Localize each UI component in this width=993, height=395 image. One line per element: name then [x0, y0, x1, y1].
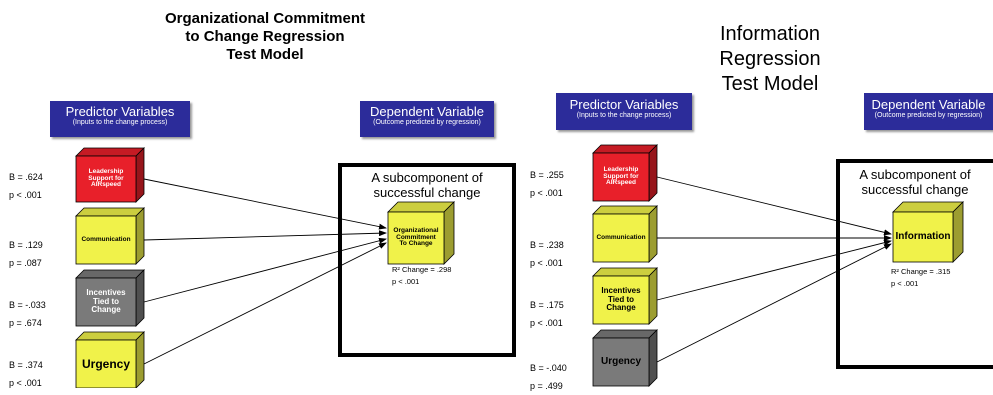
- left-outcome-box-title: A subcomponent of successful change: [371, 170, 483, 200]
- regression-arrows: [143, 176, 892, 365]
- left-cube-label-outcome: Organizational Commitment To Change: [393, 226, 439, 248]
- variable-cubes: [75, 144, 964, 388]
- right-cube-label-communication: Communication: [596, 233, 646, 241]
- left-cube-incentives: [75, 269, 145, 327]
- right-cube-communication: [592, 205, 658, 263]
- right-arrow-leadership: [656, 176, 892, 236]
- left-cube-label-urgency: Urgency: [81, 356, 131, 371]
- left-cube-urgency: [75, 331, 145, 388]
- right-stats-incentives: B = .175 p < .001: [530, 300, 564, 328]
- left-arrow-leadership: [143, 178, 387, 230]
- left-diagram-title: Organizational Commitment to Change Regr…: [164, 10, 366, 63]
- left-stats-urgency: B = .374 p < .001: [9, 360, 43, 388]
- right-dependent-variable-header: Dependent Variable (Outcome predicted by…: [864, 93, 993, 130]
- right-predictor-header-subtitle: (Inputs to the change process): [576, 112, 672, 119]
- right-predictor-variables-header: Predictor Variables (Inputs to the chang…: [556, 93, 692, 130]
- left-cube-leadership: [75, 147, 145, 203]
- left-arrow-incentives: [143, 237, 387, 303]
- left-stats-leadership: B = .624 p < .001: [9, 172, 43, 200]
- right-arrow-incentives: [656, 239, 892, 301]
- right-stats-communication: B = .238 p < .001: [530, 240, 564, 268]
- left-cube-label-incentives: Incentives Tied to Change: [86, 288, 126, 315]
- left-dependent-header-title: Dependent Variable: [370, 104, 484, 119]
- right-predictor-header-title: Predictor Variables: [569, 97, 679, 112]
- right-dependent-header-title: Dependent Variable: [871, 97, 986, 112]
- left-stats-incentives: B = -.033 p = .674: [9, 300, 46, 328]
- right-r-squared-result: R² Change = .315 p < .001: [891, 267, 951, 288]
- right-cube-leadership: [592, 144, 658, 202]
- right-arrow-urgency: [656, 243, 892, 363]
- left-cube-label-communication: Communication: [81, 235, 131, 243]
- left-arrow-communication: [143, 230, 387, 241]
- left-dependent-header-subtitle: (Outcome predicted by regression): [373, 119, 481, 126]
- left-cube-outcome: [387, 201, 455, 265]
- left-cube-label-leadership: Leadership Support for AIRspeed: [88, 167, 124, 189]
- left-stats-communication: B = .129 p = .087: [9, 240, 43, 268]
- left-dependent-variable-header: Dependent Variable (Outcome predicted by…: [360, 101, 494, 137]
- left-cube-communication: [75, 207, 145, 265]
- left-predictor-variables-header: Predictor Variables (Inputs to the chang…: [50, 101, 190, 137]
- right-cube-label-leadership: Leadership Support for AIRspeed: [603, 165, 639, 187]
- right-cube-outcome: [892, 201, 964, 263]
- right-cube-urgency: [592, 329, 658, 387]
- right-stats-leadership: B = .255 p < .001: [530, 170, 564, 198]
- left-predictor-header-subtitle: (Inputs to the change process): [72, 119, 168, 126]
- right-outcome-box: [836, 159, 993, 369]
- left-r-squared-result: R² Change = .298 p < .001: [392, 265, 452, 286]
- right-dependent-header-subtitle: (Outcome predicted by regression): [874, 112, 983, 119]
- right-diagram-title: Information Regression Test Model: [719, 23, 821, 95]
- right-cube-label-outcome: Information: [895, 230, 951, 242]
- right-cube-label-urgency: Urgency: [600, 355, 641, 367]
- right-stats-urgency: B = -.040 p = .499: [530, 363, 567, 391]
- right-cube-label-incentives: Incentives Tied to Change: [601, 286, 641, 313]
- right-cube-incentives: [592, 267, 658, 325]
- right-outcome-box-title: A subcomponent of successful change: [859, 167, 971, 197]
- left-arrow-urgency: [143, 242, 387, 365]
- left-predictor-header-title: Predictor Variables: [65, 104, 175, 119]
